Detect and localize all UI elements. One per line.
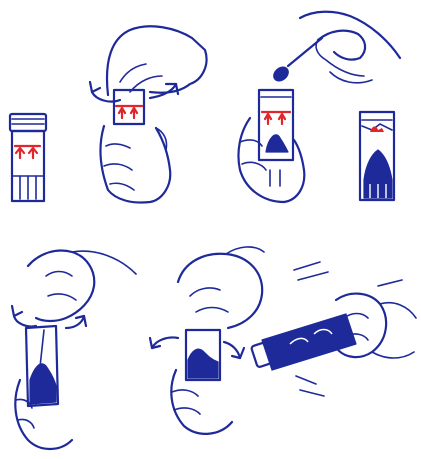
panel-1-closed-container [10,114,46,201]
motion-line [378,280,402,286]
rotate-arrow-icon [92,92,120,102]
red-arrow-up-icon [16,148,24,158]
motion-line [300,390,324,396]
spoon-hand [300,12,400,58]
panel-2-unscrew-cap [90,26,207,202]
spoon-bowl [271,64,291,83]
sample-fill [188,349,218,378]
spoon-hand [318,31,365,60]
arrowhead [12,306,22,316]
finger-line [190,288,220,296]
finger-line [120,64,146,82]
finger-line [46,272,72,277]
motion-line [298,272,328,280]
panel-5-screw-cap [12,251,136,449]
finger-line [104,164,132,170]
panel-7-shake-container [251,262,416,396]
sample-mound [266,135,288,152]
arm-line [372,352,414,358]
upper-hand [107,26,207,95]
finger-line [242,162,266,170]
finger-line [174,408,200,414]
panel-4-filled-container [360,112,394,200]
motion-line [296,376,316,384]
red-arrow-up-icon [265,114,271,124]
upper-hand [178,254,262,328]
container-body [262,314,356,370]
finger-line [110,183,134,190]
arm-line [72,251,136,274]
upper-hand [28,251,94,321]
sample-fill [30,364,56,404]
finger-line [48,294,76,300]
rotate-arrow-icon [14,316,36,327]
finger-line [196,308,228,313]
container-cap [10,114,46,131]
finger-line [106,144,130,148]
panel-6-twist-cap [150,247,264,434]
arrowhead [90,82,100,92]
red-arrow-up-icon [279,114,285,124]
finger-line [172,390,198,396]
red-arrow-up-icon [131,108,137,118]
red-arrow-up-icon [29,148,37,158]
red-arrow-up-icon [119,108,125,118]
sample-fill [364,150,392,180]
motion-line [294,262,320,270]
arm-line [226,247,264,254]
